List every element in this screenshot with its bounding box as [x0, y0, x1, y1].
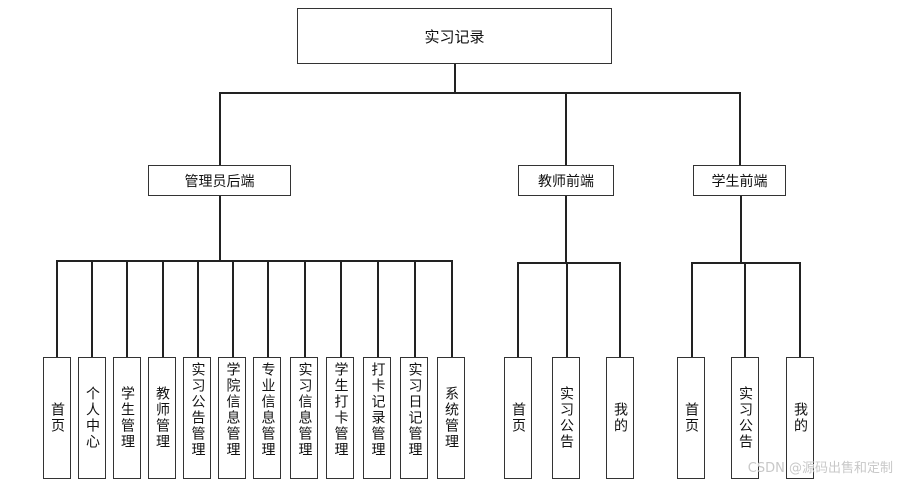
connector-line	[340, 260, 342, 358]
student-leaf-home: 首页	[677, 357, 705, 479]
connector-line	[56, 260, 58, 358]
watermark: CSDN @源码出售和定制	[747, 461, 893, 476]
connector-line	[219, 92, 221, 167]
connector-line	[739, 92, 741, 167]
connector-line	[304, 260, 306, 358]
connector-line	[691, 262, 801, 264]
connector-line	[451, 260, 453, 358]
admin-backend-node: 管理员后端	[148, 165, 291, 196]
connector-line	[267, 260, 269, 358]
connector-line	[126, 260, 128, 358]
teacher-leaf-mine: 我的	[606, 357, 634, 479]
admin-leaf-teacher-management: 教师管理	[148, 357, 176, 479]
connector-line	[197, 260, 199, 358]
connector-line	[219, 92, 741, 94]
connector-line	[454, 62, 456, 93]
admin-leaf-student-management: 学生管理	[113, 357, 141, 479]
connector-line	[162, 260, 164, 358]
admin-leaf-internship-notice-management: 实习公告管理	[183, 357, 211, 479]
connector-line	[91, 260, 93, 358]
connector-line	[566, 262, 568, 358]
connector-line	[744, 262, 746, 358]
admin-leaf-college-info-management: 学院信息管理	[218, 357, 246, 479]
admin-leaf-internship-info-management: 实习信息管理	[290, 357, 318, 479]
student-leaf-internship-notice: 实习公告	[731, 357, 759, 479]
connector-line	[740, 194, 742, 263]
connector-line	[377, 260, 379, 358]
connector-line	[414, 260, 416, 358]
admin-leaf-system-management: 系统管理	[437, 357, 465, 479]
admin-leaf-student-checkin-management: 学生打卡管理	[326, 357, 354, 479]
connector-line	[691, 262, 693, 358]
admin-leaf-personal-center: 个人中心	[78, 357, 106, 479]
connector-line	[56, 260, 453, 262]
root-node: 实习记录	[297, 8, 612, 64]
teacher-leaf-internship-notice: 实习公告	[552, 357, 580, 479]
connector-line	[232, 260, 234, 358]
connector-line	[517, 262, 519, 358]
admin-leaf-checkin-record-management: 打卡记录管理	[363, 357, 391, 479]
connector-line	[565, 194, 567, 263]
student-leaf-mine: 我的	[786, 357, 814, 479]
connector-line	[517, 262, 621, 264]
student-frontend-node: 学生前端	[693, 165, 786, 196]
teacher-frontend-node: 教师前端	[518, 165, 614, 196]
connector-line	[565, 92, 567, 167]
admin-leaf-home: 首页	[43, 357, 71, 479]
admin-leaf-major-info-management: 专业信息管理	[253, 357, 281, 479]
connector-line	[219, 194, 221, 261]
admin-leaf-internship-diary-management: 实习日记管理	[400, 357, 428, 479]
teacher-leaf-home: 首页	[504, 357, 532, 479]
connector-line	[619, 262, 621, 358]
connector-line	[799, 262, 801, 358]
